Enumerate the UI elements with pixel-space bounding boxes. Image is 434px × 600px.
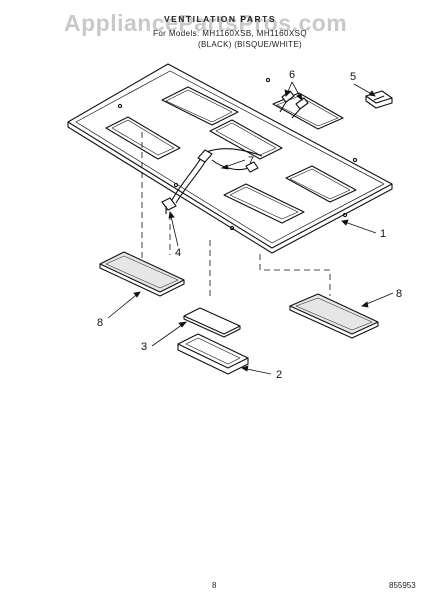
colors-line: (BLACK) (BISQUE/WHITE) [198,40,302,49]
callout-5: 5 [350,71,356,83]
callout-labels: 1 2 3 4 5 6 7 8 8 [97,69,402,381]
lamp-sockets [279,90,309,119]
callout-3: 3 [141,341,147,353]
grease-filter-right [289,293,379,339]
page-number: 8 [212,581,217,590]
callout-8-right: 8 [396,288,402,300]
lamp-housing [177,333,249,375]
assembly-lines [141,132,331,300]
wire-harness [171,148,263,204]
callout-8-left: 8 [97,317,103,329]
lamp-lens [183,307,241,338]
leader-lines [107,81,394,375]
document-number: 855953 [389,581,416,590]
grease-filter-left [99,251,185,297]
callout-6: 6 [289,69,295,81]
callout-1: 1 [380,228,386,240]
wire-connector [161,197,177,214]
site-watermark: AppliancePartsPros.com [64,10,348,36]
models-line: For Models: MH1160XSB, MH1160XSQ [153,29,307,38]
callout-4: 4 [175,247,181,259]
callout-2: 2 [276,369,282,381]
callout-7: 7 [248,155,254,167]
diagram-title: VENTILATION PARTS [163,14,277,24]
base-plate [67,63,393,254]
